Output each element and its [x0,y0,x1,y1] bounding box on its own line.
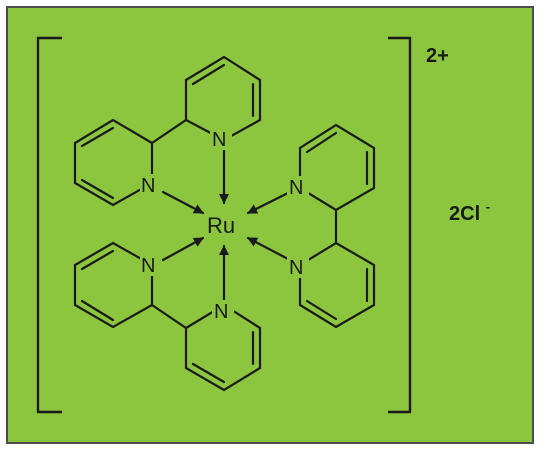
nitrogen-upper-left: N [141,175,155,197]
right-bracket [388,36,412,414]
arrow-upper-right [246,190,292,215]
nitrogen-lower-right: N [289,257,303,279]
coordination-bonds [161,148,292,302]
counter-ion-charge: - [486,199,490,214]
left-bracket [36,36,62,414]
nitrogen-top: N [212,129,226,151]
bipyridine-bottom [73,241,262,392]
counter-ion: 2Cl [449,203,480,225]
nitrogen-lower-left: N [141,255,155,277]
diagram-frame [6,6,534,444]
bipyridine-top [73,55,262,207]
arrow-upper-left [161,190,205,215]
ruthenium-center: Ru [207,213,235,238]
bipyridine-right [298,123,376,329]
arrow-lower-right [246,236,292,262]
nitrogen-bottom: N [214,301,228,323]
counter-ion-group: 2Cl - [449,199,490,225]
complex-charge: 2+ [426,45,449,67]
nitrogen-upper-right: N [289,177,303,199]
nitrogen-labels: N N N N N N [140,128,309,323]
arrow-lower-left [161,236,205,262]
